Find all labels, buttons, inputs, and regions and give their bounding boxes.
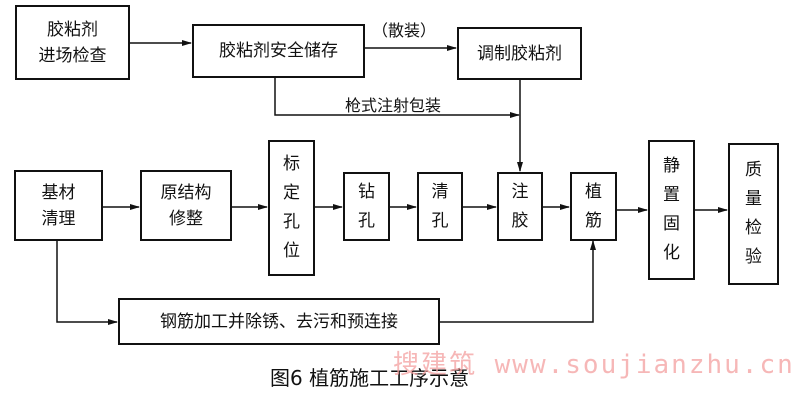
label-gun-pack: 枪式注射包装 bbox=[345, 96, 442, 115]
box-text: 原结构 bbox=[160, 182, 212, 203]
box-text: 孔 bbox=[431, 210, 449, 231]
box-text: 质 bbox=[745, 160, 762, 180]
box-text: 位 bbox=[283, 241, 300, 261]
watermark: 搜建筑 www.soujianzhu.cn bbox=[393, 350, 795, 380]
box-text: 筋 bbox=[585, 210, 602, 231]
box-text: 固 bbox=[663, 214, 680, 234]
arrow-rebar-process-to-plant bbox=[440, 240, 596, 323]
box-text: 孔 bbox=[358, 210, 375, 231]
box-rebar-process: 钢筋加工并除锈、去污和预连接 bbox=[118, 298, 440, 345]
arrow-storage-to-inject bbox=[274, 78, 520, 118]
box-text: 检 bbox=[745, 218, 762, 238]
box-mark-position: 标 定 孔 位 bbox=[268, 140, 315, 276]
box-safe-storage: 胶粘剂安全储存 bbox=[192, 24, 365, 78]
box-text: 钻 bbox=[358, 181, 375, 202]
box-text: 量 bbox=[745, 189, 762, 209]
box-text: 静 bbox=[663, 156, 680, 176]
box-text: 钢筋加工并除锈、去污和预连接 bbox=[160, 311, 398, 332]
box-text: 清理 bbox=[41, 208, 76, 229]
arrow-clean-to-rebar-process bbox=[56, 240, 118, 325]
box-text: 置 bbox=[663, 185, 680, 205]
box-text: 胶 bbox=[511, 210, 529, 231]
box-text: 定 bbox=[283, 183, 300, 203]
label-bulk: （散装） bbox=[372, 21, 437, 40]
box-text: 化 bbox=[663, 243, 680, 263]
box-cure: 静 置 固 化 bbox=[648, 140, 695, 280]
box-substrate-clean: 基材 清理 bbox=[14, 170, 103, 241]
box-text: 植 bbox=[585, 181, 602, 202]
box-text: 注 bbox=[511, 181, 529, 202]
box-text: 胶粘剂 bbox=[47, 19, 98, 40]
box-mix-adhesive: 调制胶粘剂 bbox=[457, 27, 582, 80]
box-drill: 钻 孔 bbox=[343, 172, 390, 241]
box-text: 清 bbox=[431, 181, 449, 202]
box-structure-trim: 原结构 修整 bbox=[140, 170, 232, 241]
figure-caption: 图6 植筋施工工序示意 bbox=[270, 366, 470, 390]
box-text: 调制胶粘剂 bbox=[477, 43, 562, 64]
box-incoming-inspection: 胶粘剂 进场检查 bbox=[15, 5, 130, 80]
box-text: 进场检查 bbox=[38, 45, 107, 66]
box-text: 基材 bbox=[41, 182, 76, 203]
box-inject: 注 胶 bbox=[497, 172, 543, 241]
box-text: 修整 bbox=[169, 208, 203, 229]
box-text: 标 bbox=[283, 154, 300, 174]
box-clean-hole: 清 孔 bbox=[417, 172, 463, 241]
box-text: 孔 bbox=[283, 212, 300, 232]
box-text: 胶粘剂安全储存 bbox=[219, 41, 338, 61]
box-text: 验 bbox=[745, 247, 762, 267]
box-plant-rebar: 植 筋 bbox=[570, 172, 617, 241]
box-quality-check: 质 量 检 验 bbox=[728, 143, 779, 285]
